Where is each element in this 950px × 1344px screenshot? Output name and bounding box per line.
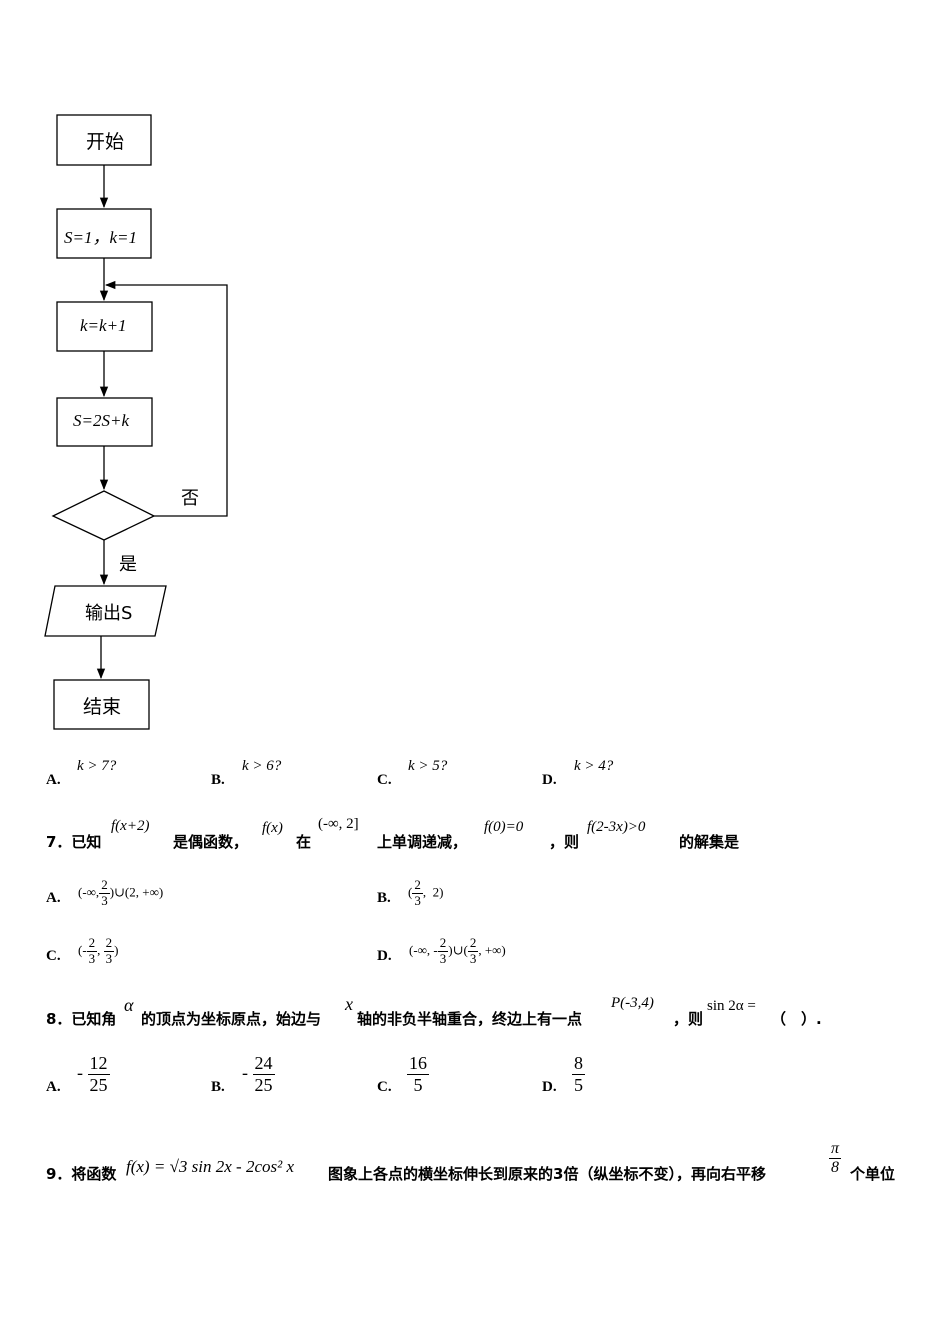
q6-option-b-text: k > 6? (242, 758, 282, 774)
flowchart-start-text: 开始 (86, 131, 125, 153)
flowchart-output-text: 输出S (85, 603, 133, 624)
q8-option-a-num: 12 (87, 1053, 110, 1075)
flowchart-step2-text: S=2S+k (73, 411, 129, 430)
q7-stem-5: 在 (296, 833, 312, 851)
q8-option-d-num: 8 (572, 1053, 585, 1075)
q8-stem-sin: sin 2α = (707, 998, 756, 1014)
q8-stem-5: （ ）. (771, 1010, 822, 1028)
q8-stem-1: 8．已知角 (46, 1010, 117, 1028)
q8-option-b-den: 25 (254, 1074, 273, 1095)
q6-option-a-label: A. (46, 772, 61, 788)
q8-option-a-label: A. (46, 1079, 61, 1095)
q7-stem-10: f(2-3x)>0 (587, 819, 646, 835)
q8-stem-3: 轴的非负半轴重合，终边上有一点 (357, 1010, 583, 1028)
q7-stem-11: 的解集是 (679, 833, 740, 851)
q8-option-c-den: 5 (413, 1074, 423, 1095)
q6-option-c-text: k > 5? (408, 758, 448, 774)
q7-option-c-label: C. (46, 948, 61, 964)
q6-option-b-label: B. (211, 772, 225, 788)
q8-stem-point: P(-3,4) (611, 995, 654, 1011)
q7-stem-1: 7．已知 (46, 833, 102, 851)
q7-stem-4: f(x) (262, 820, 283, 836)
q7-stem-3: 是偶函数， (173, 833, 249, 851)
q6-option-a-text: k > 7? (77, 758, 117, 774)
q9-text: 图象上各点的横坐标伸长到原来的3倍（纵坐标不变），再向右平移 (328, 1165, 766, 1183)
decision-diamond (51, 490, 156, 541)
q7-stem-8: f(0)=0 (484, 819, 524, 835)
q8-option-c-num: 16 (407, 1053, 429, 1075)
q8-option-d-den: 5 (574, 1074, 583, 1095)
q9-function: f(x) = √3 sin 2x - 2cos² x (126, 1157, 294, 1176)
q7-stem-6: (-∞, 2] (318, 816, 359, 832)
q6-option-d-label: D. (542, 772, 557, 788)
q8-option-b-label: B. (211, 1079, 225, 1095)
q7-stem-9: ，则 (549, 833, 580, 851)
flowchart-no-label: 否 (181, 488, 199, 509)
q8-option-b-sign: - (242, 1062, 248, 1083)
q8-option-b-num: 24 (252, 1053, 275, 1075)
q6-option-c-label: C. (377, 772, 392, 788)
q8-stem-2: 的顶点为坐标原点，始边与 (141, 1010, 322, 1028)
end-box (53, 679, 150, 730)
q9-number: 9．将函数 (46, 1165, 117, 1183)
q8-option-a-sign: - (77, 1062, 83, 1083)
q7-option-b-label: B. (377, 890, 391, 906)
q8-option-d-label: D. (542, 1079, 557, 1095)
q7-option-d-label: D. (377, 948, 392, 964)
q7-stem-7: 上单调递减， (377, 833, 468, 851)
q7-stem-2: f(x+2) (111, 818, 150, 834)
q6-option-d-text: k > 4? (574, 758, 614, 774)
flowchart-end-text: 结束 (83, 696, 122, 718)
q9-frac-den: 8 (831, 1159, 839, 1177)
flowchart (44, 114, 228, 730)
q8-stem-alpha: α (124, 995, 134, 1015)
q8-option-a-den: 25 (89, 1074, 108, 1095)
q8-option-c-label: C. (377, 1079, 392, 1095)
output-parallelogram (44, 585, 167, 637)
q9-tail: 个单位 (850, 1165, 896, 1183)
flowchart-step1-text: k=k+1 (80, 316, 127, 335)
flowchart-yes-label: 是 (119, 554, 137, 575)
q7-option-a-label: A. (46, 890, 61, 906)
q8-stem-x: x (345, 994, 353, 1014)
flowchart-init-text: S=1，k=1 (64, 228, 137, 247)
q8-stem-4: ，则 (673, 1010, 704, 1028)
q9-frac-num: π (829, 1140, 842, 1160)
